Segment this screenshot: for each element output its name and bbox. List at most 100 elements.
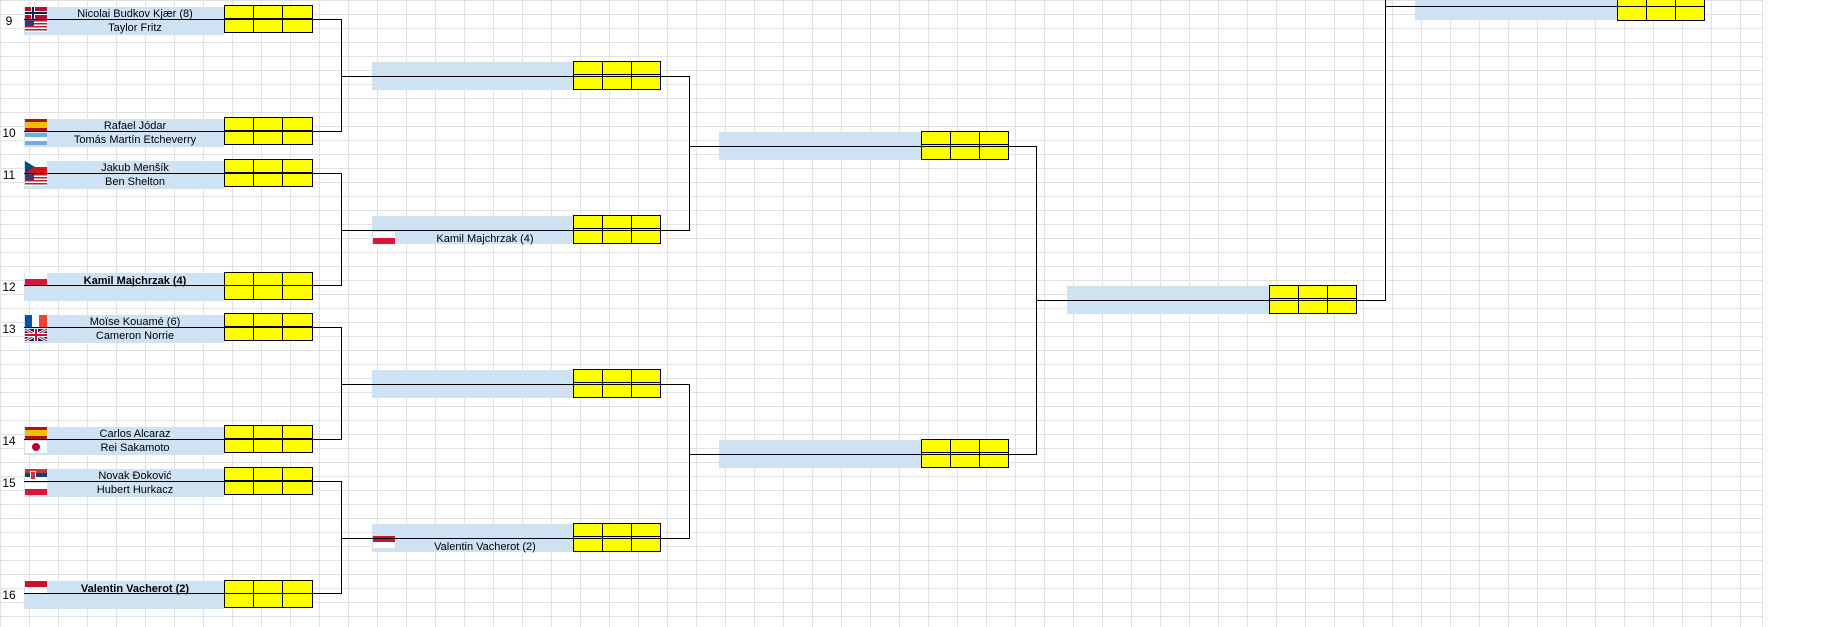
- score-cell[interactable]: [282, 467, 313, 481]
- score-cell[interactable]: [224, 117, 254, 131]
- match-13-player1-cell[interactable]: [24, 315, 224, 329]
- match-13-player2-cell[interactable]: [24, 329, 224, 343]
- score-cell[interactable]: [282, 130, 313, 145]
- bracket-connector: [719, 146, 1037, 147]
- score-cell[interactable]: [282, 480, 313, 495]
- score-cell[interactable]: [253, 313, 283, 327]
- match-11-player2-cell[interactable]: [24, 175, 224, 189]
- score-cell[interactable]: [253, 425, 283, 439]
- score-cell[interactable]: [253, 285, 283, 300]
- score-cell[interactable]: [282, 326, 313, 341]
- score-cell[interactable]: [253, 326, 283, 341]
- score-cell[interactable]: [1327, 298, 1357, 314]
- score-cell[interactable]: [282, 593, 313, 608]
- score-cell[interactable]: [253, 172, 283, 187]
- score-cell[interactable]: [602, 523, 632, 537]
- score-cell[interactable]: [573, 61, 603, 75]
- score-cell[interactable]: [631, 74, 661, 90]
- score-cell[interactable]: [282, 5, 313, 19]
- score-cell[interactable]: [282, 159, 313, 173]
- match-10-player1-cell[interactable]: [24, 119, 224, 133]
- score-cell[interactable]: [631, 382, 661, 398]
- score-cell[interactable]: [224, 425, 254, 439]
- score-cell[interactable]: [224, 5, 254, 19]
- score-cell[interactable]: [224, 285, 254, 300]
- score-cell[interactable]: [573, 215, 603, 229]
- score-cell[interactable]: [224, 480, 254, 495]
- score-cell[interactable]: [1675, 6, 1705, 21]
- score-cell[interactable]: [224, 18, 254, 33]
- score-cell[interactable]: [282, 425, 313, 439]
- score-cell[interactable]: [224, 159, 254, 173]
- score-cell[interactable]: [602, 369, 632, 383]
- score-cell[interactable]: [979, 131, 1009, 145]
- score-cell[interactable]: [224, 593, 254, 608]
- bracket-connector: [341, 327, 342, 440]
- score-cell[interactable]: [224, 467, 254, 481]
- score-cell[interactable]: [1646, 6, 1676, 21]
- score-cell[interactable]: [224, 272, 254, 286]
- score-cell[interactable]: [631, 215, 661, 229]
- score-cell[interactable]: [253, 117, 283, 131]
- score-cell[interactable]: [282, 272, 313, 286]
- score-cell[interactable]: [1269, 285, 1299, 299]
- score-cell[interactable]: [253, 593, 283, 608]
- score-cell[interactable]: [631, 61, 661, 75]
- score-cell[interactable]: [979, 452, 1009, 468]
- score-cell[interactable]: [602, 61, 632, 75]
- match-9-player1-cell[interactable]: [24, 7, 224, 21]
- score-cell[interactable]: [253, 480, 283, 495]
- score-cell[interactable]: [253, 130, 283, 145]
- match-16-player1-cell[interactable]: [24, 581, 224, 609]
- score-cell[interactable]: [253, 18, 283, 33]
- score-cell[interactable]: [253, 159, 283, 173]
- match-14-player2-cell[interactable]: [24, 441, 224, 455]
- score-cell[interactable]: [282, 117, 313, 131]
- match-10-player2-name: Tomás Martín Etcheverry: [73, 134, 197, 146]
- score-cell[interactable]: [979, 439, 1009, 453]
- score-cell[interactable]: [573, 523, 603, 537]
- score-cell[interactable]: [282, 18, 313, 33]
- score-cell[interactable]: [282, 285, 313, 300]
- score-cell[interactable]: [1327, 285, 1357, 299]
- score-cell[interactable]: [253, 438, 283, 453]
- score-cell[interactable]: [282, 580, 313, 594]
- score-cell[interactable]: [950, 131, 980, 145]
- score-cell[interactable]: [631, 369, 661, 383]
- match-10-player2-cell[interactable]: [24, 133, 224, 147]
- score-cell[interactable]: [282, 313, 313, 327]
- bracket-connector: [372, 76, 690, 77]
- round2-match-b-player2-name: Kamil Majchrzak (4): [436, 233, 534, 245]
- score-cell[interactable]: [950, 439, 980, 453]
- score-cell[interactable]: [602, 215, 632, 229]
- score-cell[interactable]: [979, 144, 1009, 160]
- score-cell[interactable]: [253, 272, 283, 286]
- score-cell[interactable]: [921, 131, 951, 145]
- score-cell[interactable]: [224, 326, 254, 341]
- score-cell[interactable]: [253, 580, 283, 594]
- score-cell[interactable]: [282, 172, 313, 187]
- score-cell[interactable]: [1298, 285, 1328, 299]
- score-cell[interactable]: [224, 172, 254, 187]
- score-cell[interactable]: [921, 439, 951, 453]
- score-cell[interactable]: [253, 5, 283, 19]
- final-match-cell[interactable]: [1415, 0, 1618, 20]
- match-12-player1-cell[interactable]: [24, 273, 224, 301]
- match-15-player1-cell[interactable]: [24, 469, 224, 483]
- match-15-player2-cell[interactable]: [24, 483, 224, 497]
- match-11-player1-cell[interactable]: [24, 161, 224, 175]
- match-14-player1-cell[interactable]: [24, 427, 224, 441]
- match-9-player2-cell[interactable]: [24, 21, 224, 35]
- score-cell[interactable]: [631, 536, 661, 552]
- score-cell[interactable]: [224, 438, 254, 453]
- score-cell[interactable]: [631, 228, 661, 244]
- score-cell[interactable]: [282, 438, 313, 453]
- score-cell[interactable]: [253, 467, 283, 481]
- score-cell[interactable]: [631, 523, 661, 537]
- round2-match-d-player2-name: Valentin Vacherot (2): [434, 541, 536, 553]
- score-cell[interactable]: [573, 369, 603, 383]
- score-cell[interactable]: [224, 313, 254, 327]
- score-cell[interactable]: [224, 580, 254, 594]
- score-cell[interactable]: [224, 130, 254, 145]
- score-cell[interactable]: [1617, 6, 1647, 21]
